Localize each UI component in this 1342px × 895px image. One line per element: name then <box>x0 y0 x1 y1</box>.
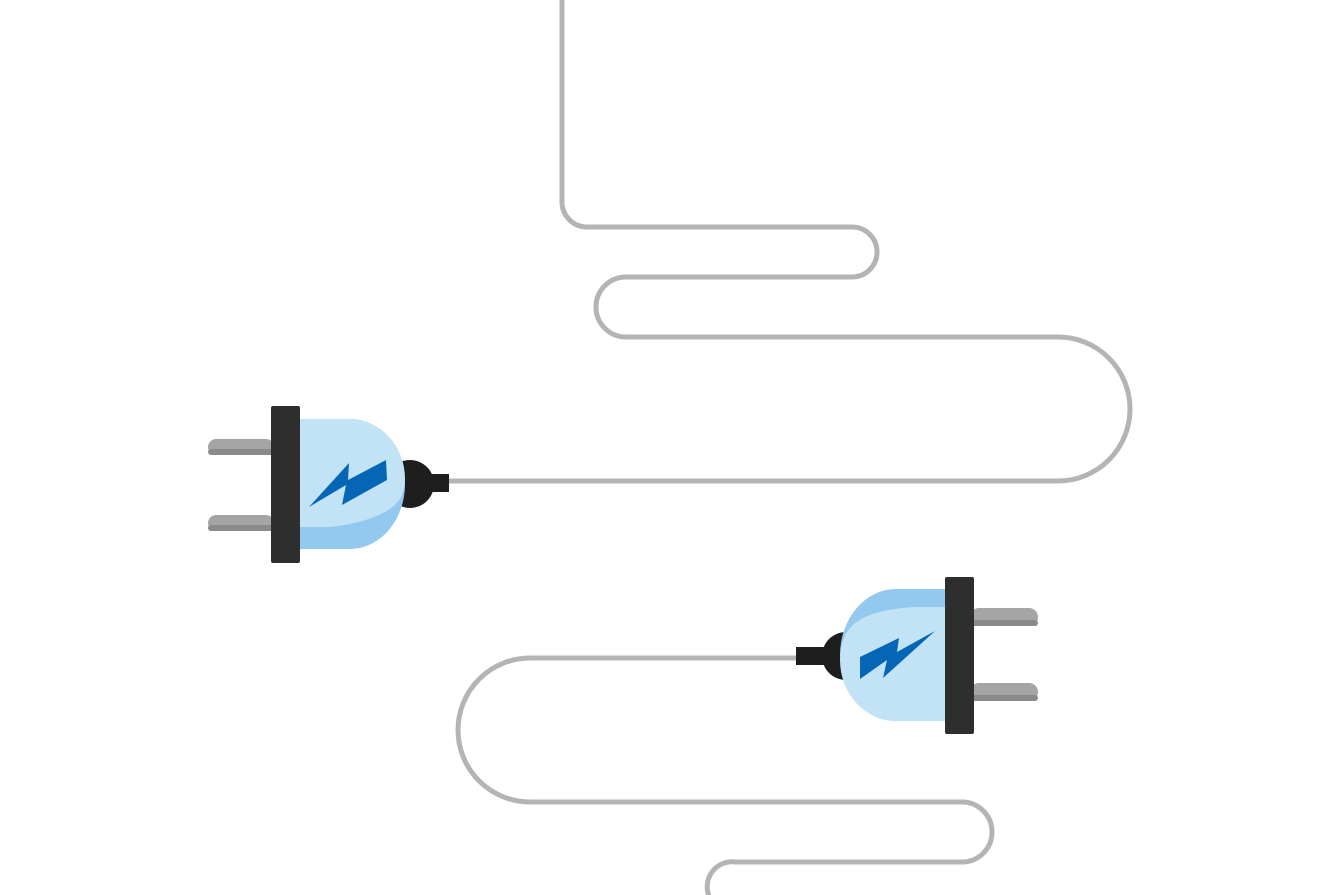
upper-cable <box>443 0 1133 484</box>
lightning-bolt-icon <box>309 460 387 507</box>
lightning-bolt-icon <box>860 631 935 679</box>
right-plug-icon <box>796 577 1038 734</box>
right-plug-prongs <box>970 608 1038 701</box>
left-plug-faceplate <box>271 406 300 563</box>
right-plug-faceplate <box>945 577 974 734</box>
left-plug-icon <box>208 406 449 563</box>
lower-cable <box>455 655 995 895</box>
left-plug-prongs <box>208 439 274 531</box>
